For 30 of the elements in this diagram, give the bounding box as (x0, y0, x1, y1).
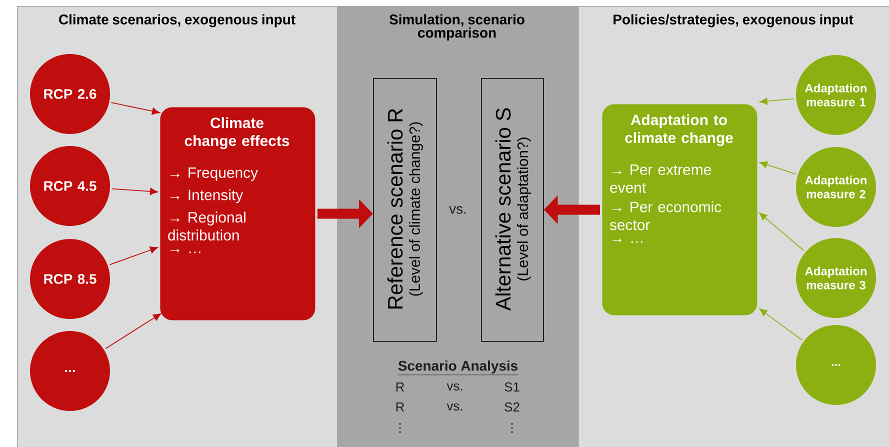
panel-title: Simulation, scenario comparison (389, 14, 524, 40)
label: ⋮ (511, 423, 513, 433)
panel-title: Policies/strategies, exogenous input (614, 14, 854, 28)
label: vs. (446, 403, 462, 411)
label: Scenario Analysis (398, 360, 518, 376)
scenario-subtitle: (Level of climate change?) (409, 122, 423, 296)
label: R (396, 382, 404, 392)
arrow (112, 188, 158, 195)
arrow (759, 161, 796, 174)
label: vs. (449, 206, 466, 214)
label: vs. (446, 383, 462, 391)
list-item: → Intensity (170, 189, 244, 204)
list-item: → Per economic sector (610, 201, 722, 230)
label: S1 (504, 382, 520, 392)
arrow (759, 212, 804, 252)
arrow (759, 308, 802, 340)
list-item: → … (612, 238, 642, 243)
list-item: → Per extreme event (610, 164, 711, 193)
list-item: → … (170, 248, 200, 254)
arrow (110, 102, 160, 115)
label: R (396, 402, 404, 412)
list-item: → Frequency (170, 168, 258, 181)
arrow (760, 98, 794, 105)
label: S2 (504, 402, 520, 412)
panel-title: Climate scenarios, exogenous input (59, 14, 296, 28)
scenario-subtitle: (Level of adaptation?) (517, 138, 531, 280)
arrow (105, 313, 162, 349)
list-item: → Regional distribution (168, 212, 246, 241)
arrow (109, 246, 158, 266)
label: ⋮ (399, 423, 401, 433)
